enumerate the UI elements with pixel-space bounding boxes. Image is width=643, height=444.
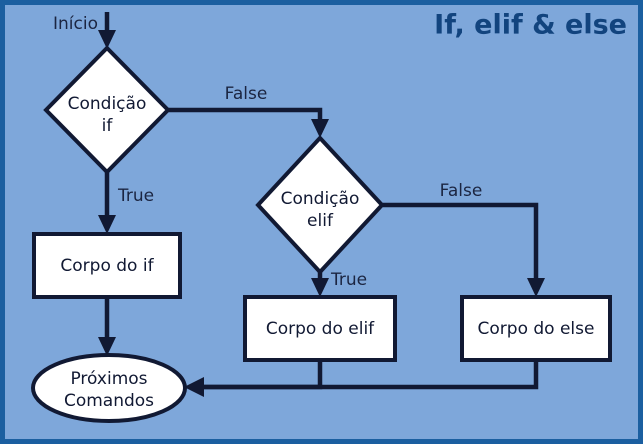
node-corpo-do-elif-label: Corpo do elif bbox=[266, 319, 375, 339]
edge-if-false-to-elif bbox=[168, 107, 329, 138]
edge-elif-false-to-else bbox=[382, 202, 545, 297]
node-condicao-if-line2: if bbox=[102, 116, 114, 136]
edge-start-to-if bbox=[98, 12, 116, 49]
node-condicao-if[interactable]: Condição if bbox=[43, 45, 171, 175]
edge-if-body-to-next bbox=[98, 297, 116, 356]
node-condicao-if-line1: Condição bbox=[68, 94, 147, 114]
node-proximos-comandos-line2: Comandos bbox=[64, 391, 154, 411]
node-corpo-do-else[interactable]: Corpo do else bbox=[460, 295, 612, 362]
arrowhead-icon bbox=[311, 119, 329, 138]
node-condicao-elif-line2: elif bbox=[307, 211, 334, 231]
label-elif-false: False bbox=[440, 181, 483, 201]
label-inicio: Início bbox=[53, 14, 98, 34]
node-condicao-elif[interactable]: Condição elif bbox=[255, 135, 385, 275]
arrowhead-icon bbox=[527, 278, 545, 297]
edge-if-true-to-body bbox=[98, 172, 116, 234]
node-corpo-do-if[interactable]: Corpo do if bbox=[32, 232, 182, 299]
node-corpo-do-if-label: Corpo do if bbox=[60, 256, 154, 276]
page-title: If, elif & else bbox=[434, 10, 627, 41]
arrowhead-icon bbox=[184, 377, 204, 397]
arrowhead-icon bbox=[98, 30, 116, 49]
label-if-false: False bbox=[225, 84, 268, 104]
edge-else-body-to-next bbox=[184, 360, 539, 397]
label-if-true: True bbox=[117, 186, 154, 206]
arrowhead-icon bbox=[98, 215, 116, 234]
label-elif-true: True bbox=[330, 270, 367, 290]
node-condicao-elif-line1: Condição bbox=[281, 189, 360, 209]
node-corpo-do-elif[interactable]: Corpo do elif bbox=[243, 295, 397, 362]
node-proximos-comandos[interactable]: Próximos Comandos bbox=[31, 353, 187, 423]
node-proximos-comandos-line1: Próximos bbox=[70, 369, 147, 389]
arrowhead-icon bbox=[98, 337, 116, 356]
node-corpo-do-else-label: Corpo do else bbox=[478, 319, 595, 339]
arrowhead-icon bbox=[311, 278, 329, 297]
